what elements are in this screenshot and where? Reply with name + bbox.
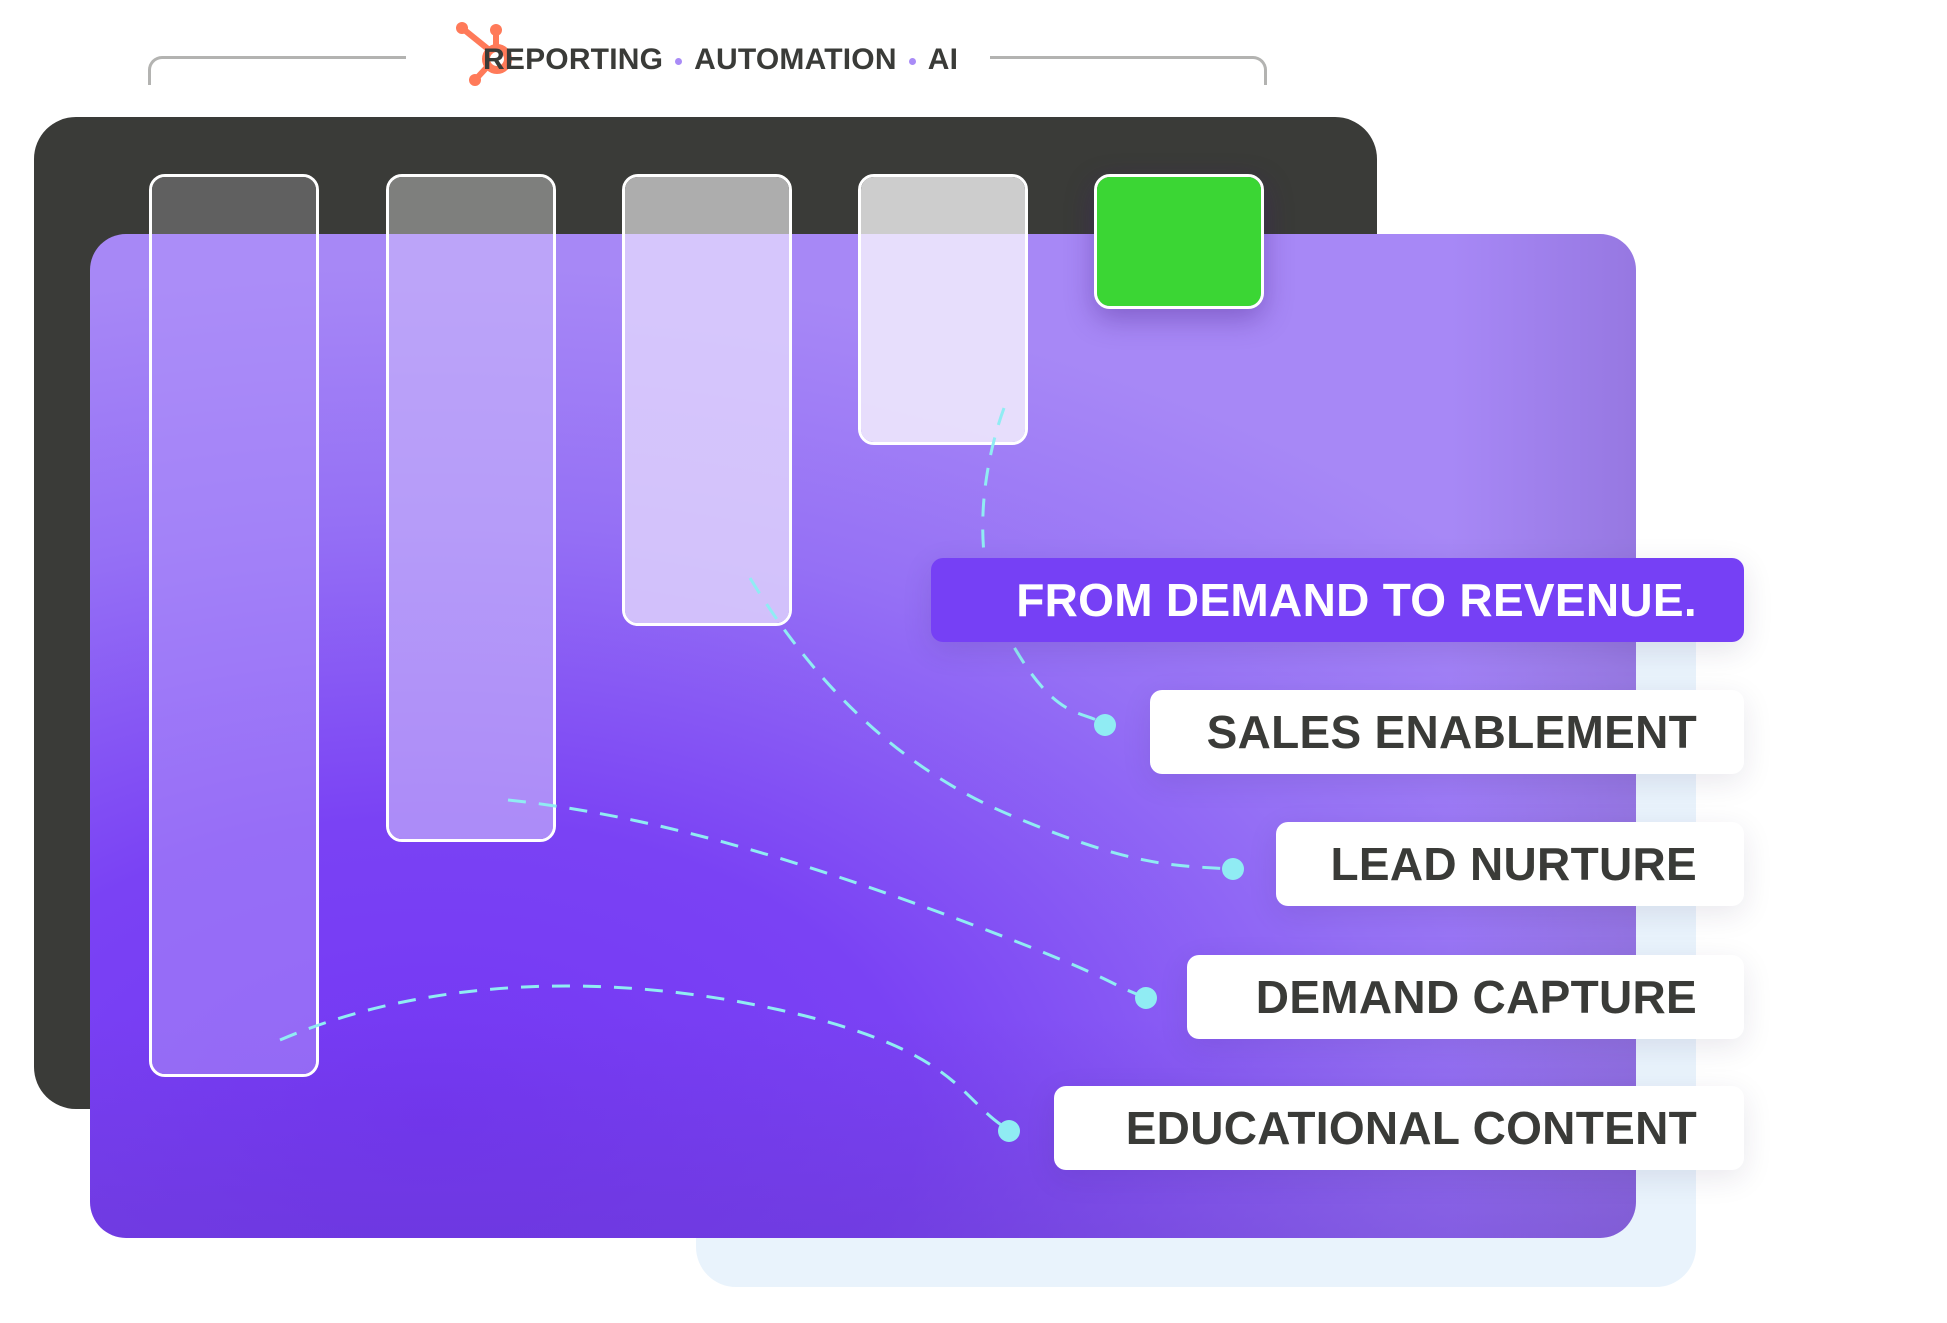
tagline-item-ai: AI — [927, 43, 959, 76]
bar-segment-body — [152, 234, 316, 1074]
bar-segment-body — [1097, 234, 1261, 306]
funnel-bar-lead-nurture — [622, 174, 792, 626]
stage-label-educational-content: EDUCATIONAL CONTENT — [1054, 1086, 1744, 1170]
stage-label-sales-enablement: SALES ENABLEMENT — [1150, 690, 1744, 774]
tagline: REPORTING AUTOMATION AI — [483, 40, 958, 80]
stage-label-lead-nurture: LEAD NURTURE — [1276, 822, 1744, 906]
dot-icon — [675, 57, 683, 65]
stage-label-demand-capture: DEMAND CAPTURE — [1187, 955, 1744, 1039]
funnel-bar-revenue — [1094, 174, 1264, 309]
heading-banner: FROM DEMAND TO REVENUE. — [931, 558, 1744, 642]
bar-segment-body — [625, 234, 789, 623]
bar-segment-top — [861, 177, 1025, 234]
bar-segment-body — [861, 234, 1025, 442]
bar-segment-top — [389, 177, 553, 234]
funnel-bar-sales-enablement — [858, 174, 1028, 445]
funnel-bar-educational-content — [149, 174, 319, 1077]
tagline-bracket-right — [990, 56, 1267, 85]
dot-icon — [908, 57, 916, 65]
funnel-bar-demand-capture — [386, 174, 556, 842]
bar-segment-top — [625, 177, 789, 234]
tagline-item-reporting: REPORTING — [483, 43, 664, 76]
bar-segment-body — [389, 234, 553, 839]
tagline-item-automation: AUTOMATION — [694, 43, 897, 76]
hubspot-sprocket-icon — [456, 22, 512, 86]
bar-segment-top — [1097, 177, 1261, 234]
bar-segment-top — [152, 177, 316, 234]
tagline-bracket-left — [148, 56, 406, 85]
